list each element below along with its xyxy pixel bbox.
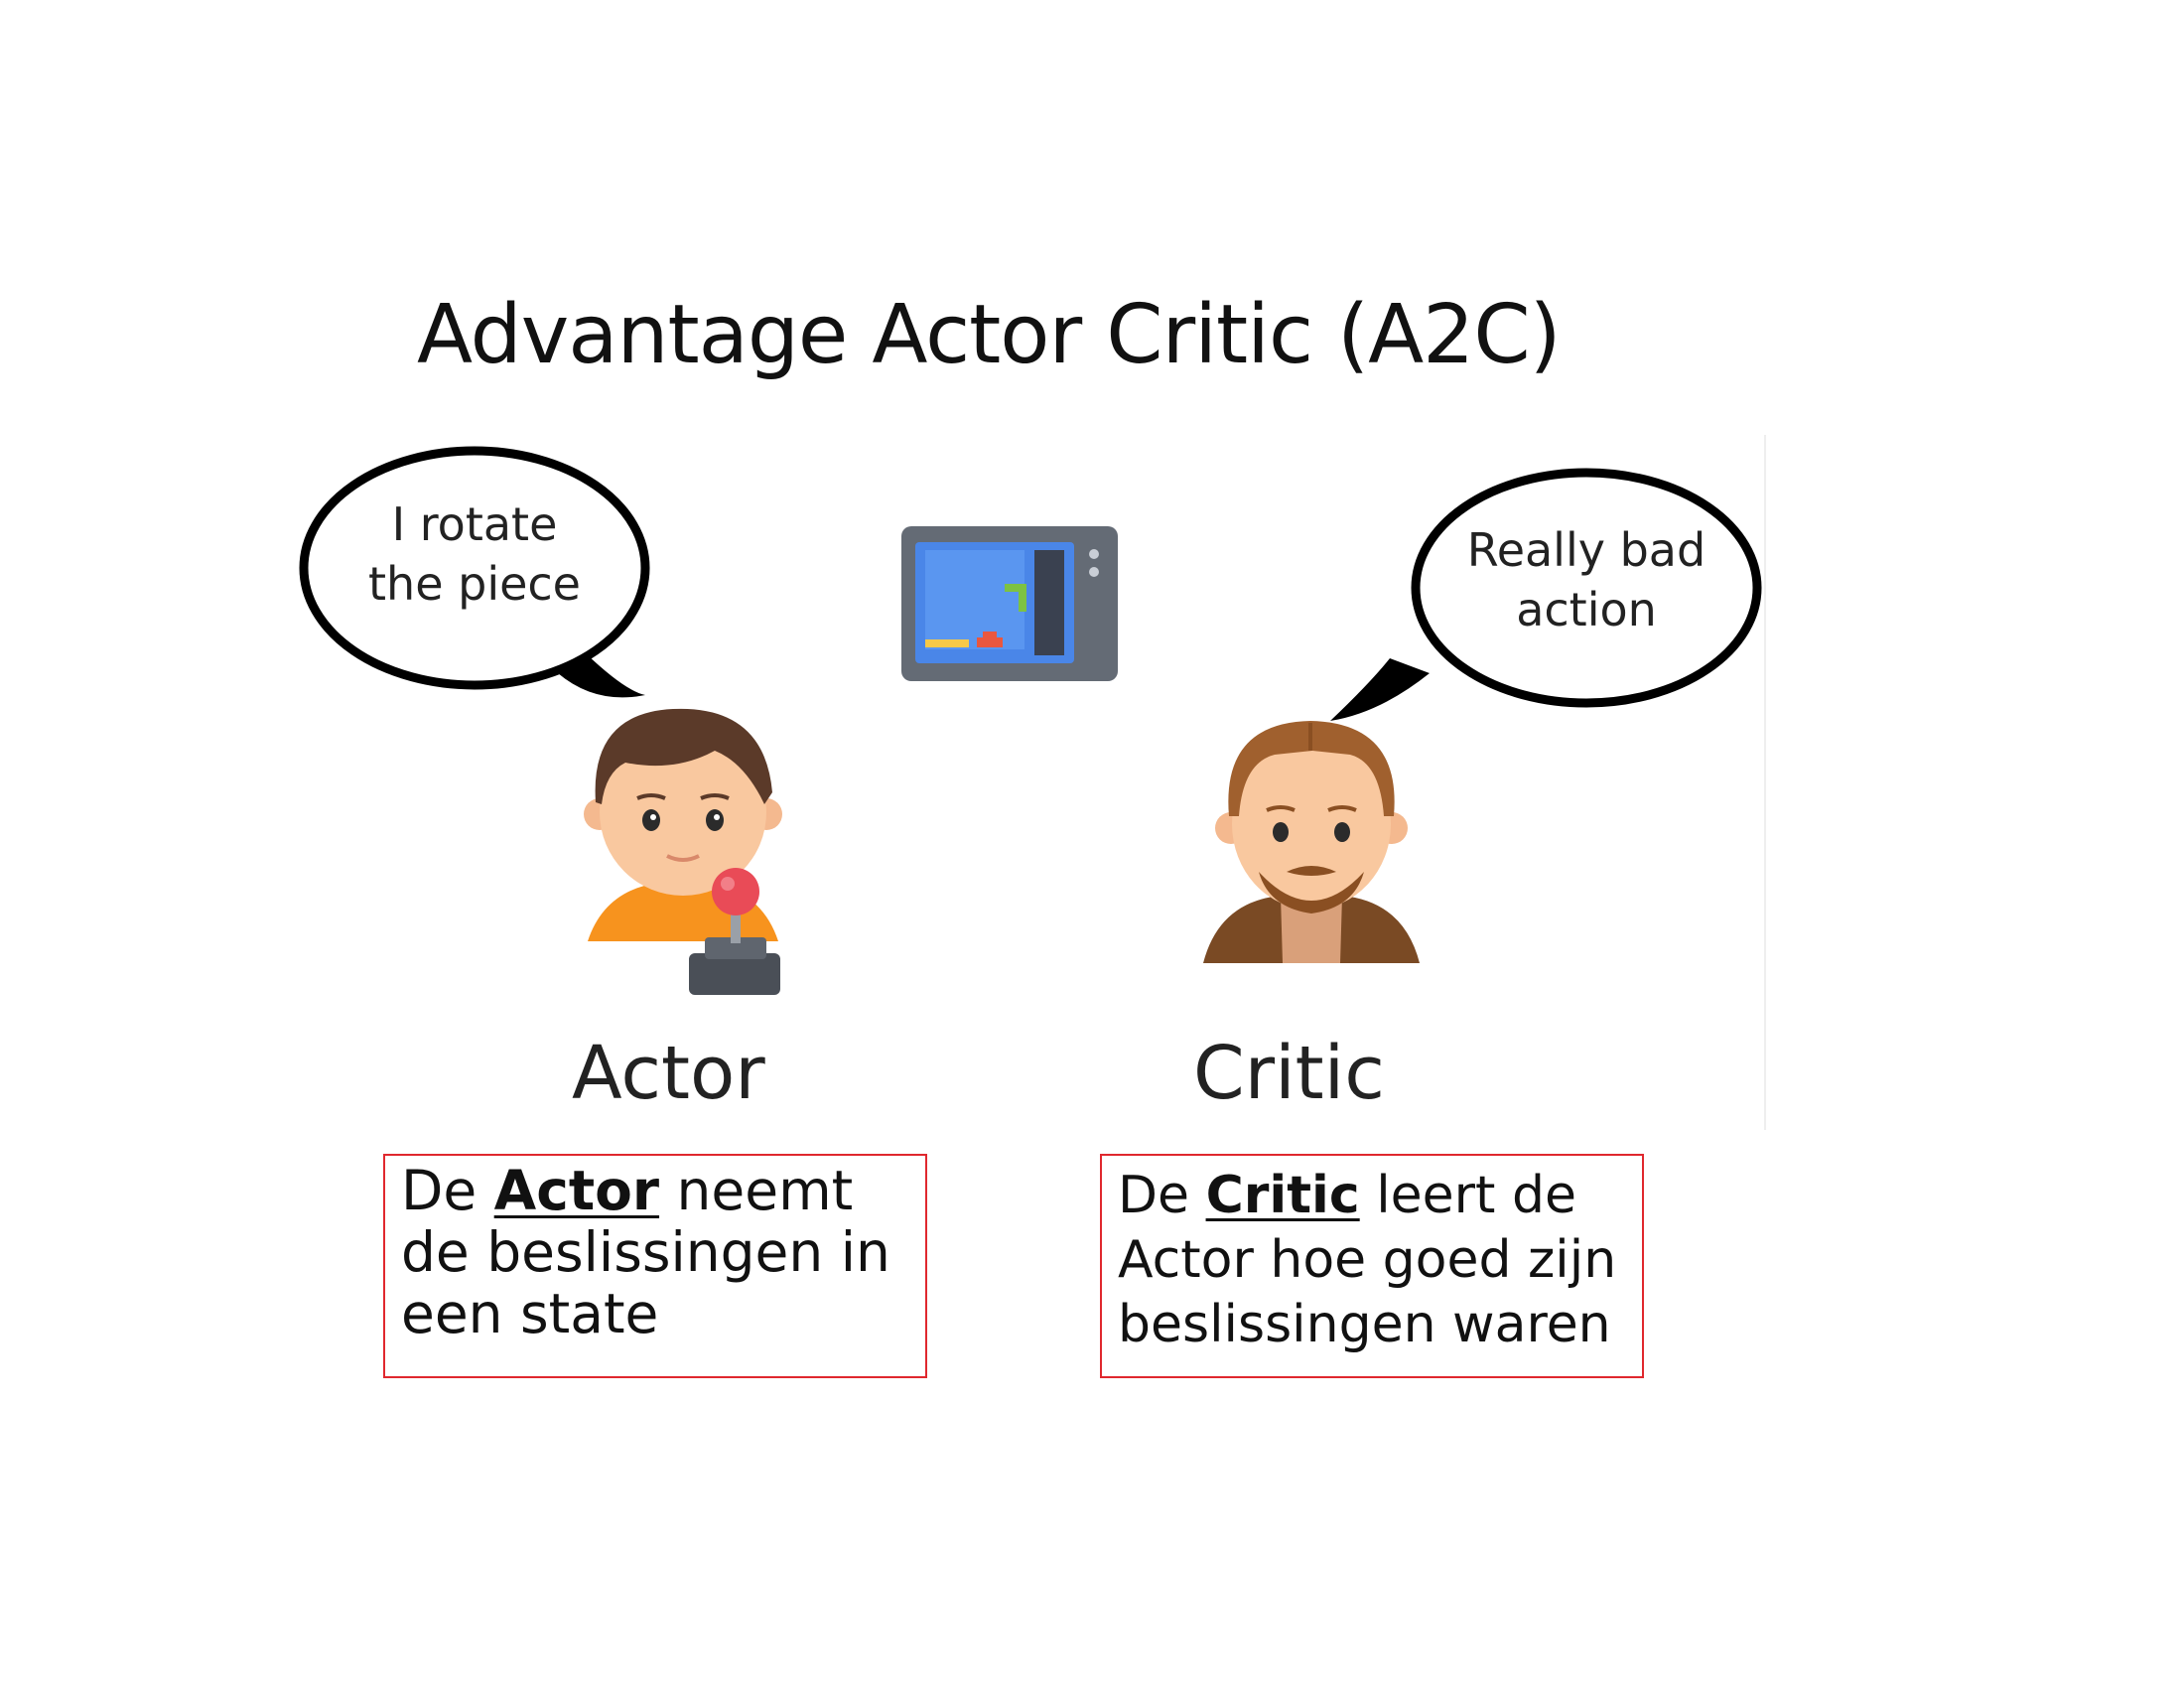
actor-desc-bold: Actor <box>493 1159 660 1222</box>
actor-description: De Actor neemt de beslissingen in een st… <box>401 1160 915 1344</box>
illustration-panel: I rotate the piece Really bad action Act… <box>298 435 1767 1130</box>
actor-speech-line-1: I rotate <box>391 497 558 551</box>
actor-label: Actor <box>572 1031 765 1116</box>
critic-desc-rest: leert de Actor hoe goed zijn beslissinge… <box>1118 1166 1617 1354</box>
critic-description: De Critic leert de Actor hoe goed zijn b… <box>1118 1164 1632 1357</box>
arcade-screen-icon <box>901 526 1118 681</box>
critic-desc-bold: Critic <box>1205 1166 1360 1225</box>
critic-desc-prefix: De <box>1118 1166 1206 1225</box>
actor-description-box: De Actor neemt de beslissingen in een st… <box>383 1154 927 1378</box>
critic-speech-bubble-icon <box>1330 468 1762 721</box>
actor-speech-text: I rotate the piece <box>345 494 604 614</box>
critic-speech-text: Really bad action <box>1447 520 1725 639</box>
actor-desc-prefix: De <box>401 1159 494 1222</box>
page-title: Advantage Actor Critic (A2C) <box>417 288 1562 382</box>
actor-speech-bubble-icon <box>299 446 650 698</box>
actor-desc-rest: neemt de beslissingen in een state <box>401 1159 890 1345</box>
critic-label: Critic <box>1193 1031 1385 1116</box>
player-with-joystick-icon <box>584 708 782 995</box>
bearded-man-icon <box>1203 721 1420 963</box>
critic-speech-line-1: Really bad <box>1466 523 1706 577</box>
actor-speech-line-2: the piece <box>368 557 581 611</box>
critic-description-box: De Critic leert de Actor hoe goed zijn b… <box>1100 1154 1644 1378</box>
critic-speech-line-2: action <box>1516 583 1657 636</box>
